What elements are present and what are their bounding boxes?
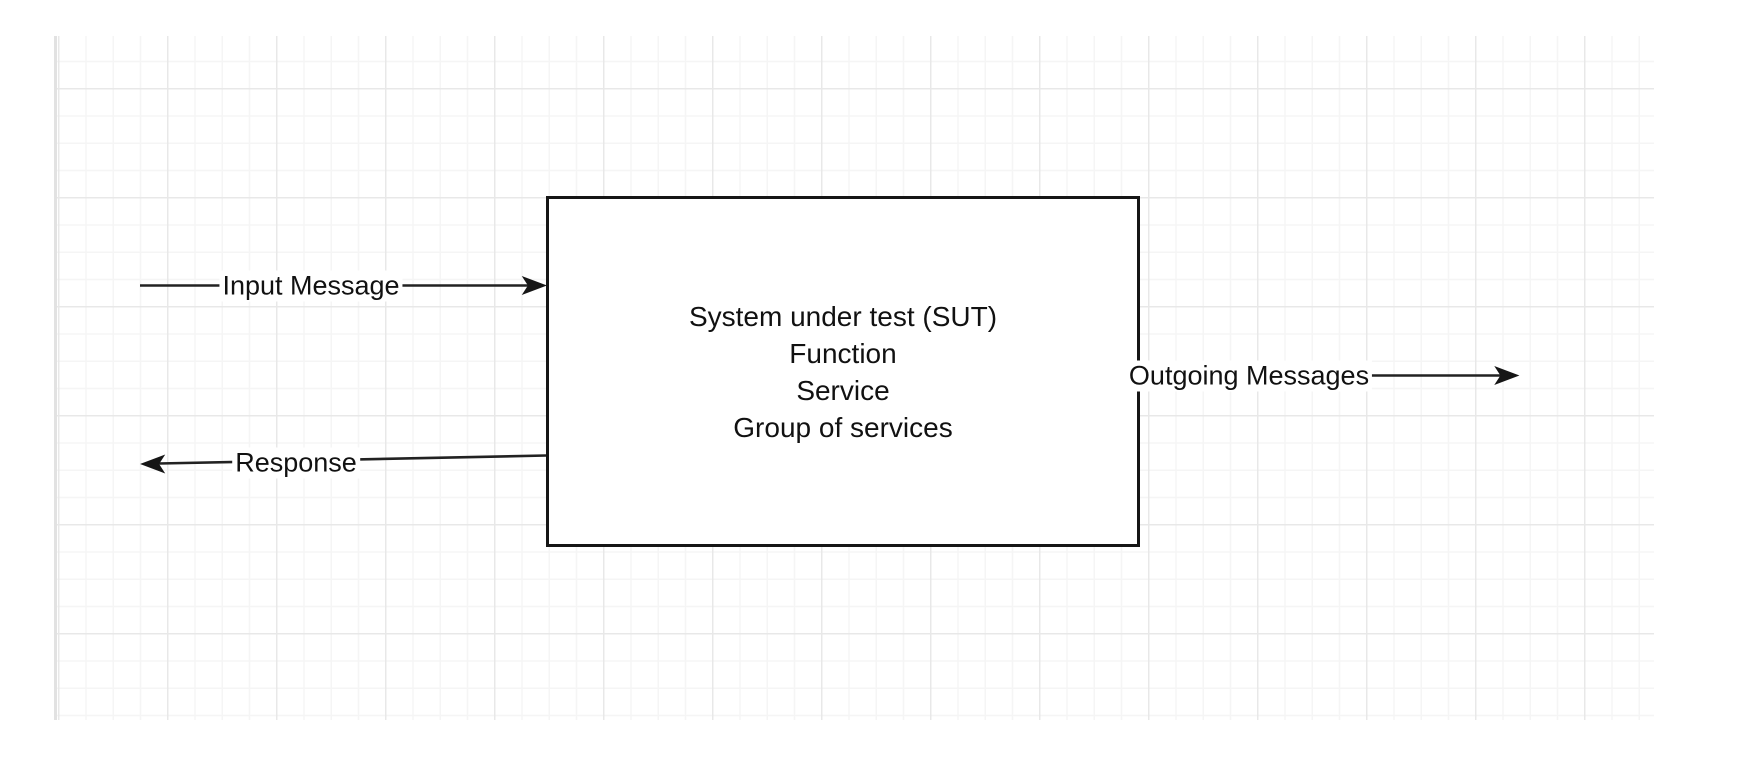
sut-node-title-line: Group of services [733, 411, 953, 443]
input-message-arrowhead-icon [521, 275, 547, 296]
sut-node-title-line: Function [789, 337, 897, 369]
sut-node[interactable]: System under test (SUT) Function Service… [546, 196, 1140, 547]
sut-node-title-line: System under test (SUT) [688, 300, 998, 332]
sut-node-title-line: Service [796, 374, 890, 406]
outgoing-messages-arrowhead-icon [1494, 365, 1520, 386]
response-arrowhead-icon [140, 454, 166, 474]
outgoing-messages-edge-label[interactable]: Outgoing Messages [1125, 360, 1373, 392]
input-message-edge-label[interactable]: Input Message [219, 270, 403, 302]
response-edge-label[interactable]: Response [232, 447, 360, 479]
canvas-edge-line [54, 36, 57, 720]
